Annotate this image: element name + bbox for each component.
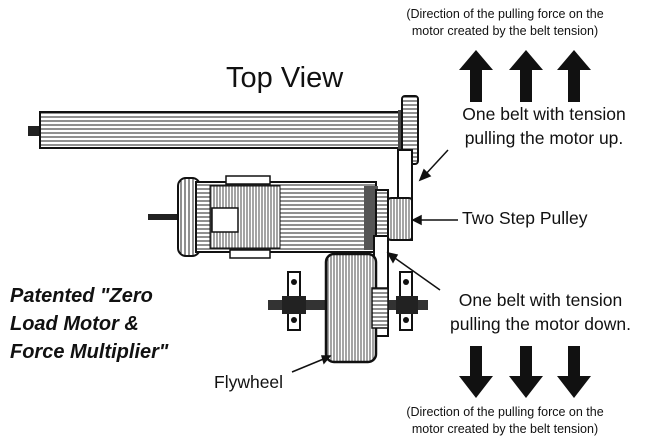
down-arrow-3 xyxy=(557,346,591,398)
top-note-line2: motor created by the belt tension) xyxy=(411,24,599,38)
two-step-pulley-label: Two Step Pulley xyxy=(462,208,588,228)
bottom-force-note: (Direction of the pulling force on the m… xyxy=(350,404,660,438)
two-step-pulley xyxy=(375,189,413,247)
upper-roller xyxy=(28,110,406,150)
patent-line2: Load Motor & xyxy=(10,313,139,335)
belt-up-leader xyxy=(423,149,449,177)
diagram-title: Top View xyxy=(226,62,344,94)
patent-line3: Force Multiplier" xyxy=(10,341,169,363)
belt-down-line2: pulling the motor down. xyxy=(450,314,631,334)
top-force-note: (Direction of the pulling force on the m… xyxy=(350,6,660,40)
belt-down-line1: One belt with tension xyxy=(458,290,623,310)
down-arrows xyxy=(459,346,591,398)
top-note-line1: (Direction of the pulling force on the xyxy=(406,7,604,21)
up-arrows xyxy=(459,50,591,102)
down-arrow-1 xyxy=(459,346,493,398)
belt-up-label: One belt with tension pulling the motor … xyxy=(428,102,660,150)
belt-down-leader xyxy=(391,255,441,291)
patent-text: Patented "Zero Load Motor & Force Multip… xyxy=(10,282,168,366)
leader-lines xyxy=(291,149,458,373)
patent-line1: Patented "Zero xyxy=(10,285,153,307)
up-arrow-1 xyxy=(459,50,493,102)
up-arrow-3 xyxy=(557,50,591,102)
belt-up-line1: One belt with tension xyxy=(462,104,626,124)
down-arrow-2 xyxy=(509,346,543,398)
belt-up-line2: pulling the motor up. xyxy=(464,128,624,148)
flywheel-assembly xyxy=(268,252,428,364)
motor xyxy=(148,175,378,259)
bottom-note-line2: motor created by the belt tension) xyxy=(411,422,599,436)
belt-down-label: One belt with tension pulling the motor … xyxy=(418,288,663,336)
up-arrow-2 xyxy=(509,50,543,102)
bottom-note-line1: (Direction of the pulling force on the xyxy=(406,405,604,419)
flywheel-label: Flywheel xyxy=(214,372,284,392)
flywheel-leader xyxy=(291,357,327,373)
